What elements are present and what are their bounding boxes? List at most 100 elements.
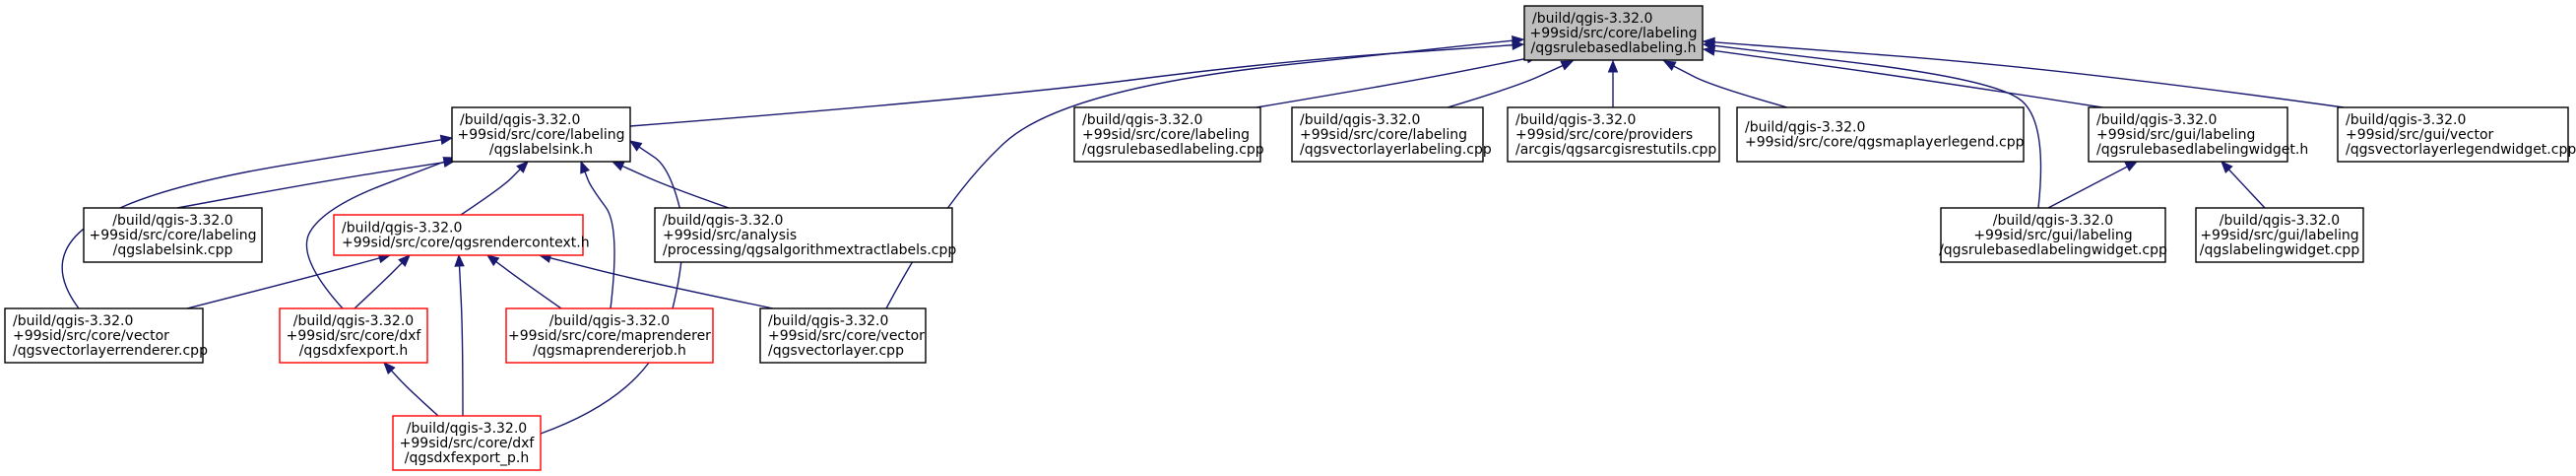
node-box[interactable] bbox=[654, 207, 953, 263]
node-label-line: /build/qgis-3.32.0 bbox=[342, 221, 462, 237]
node-label-line: /qgsvectorlayer.cpp bbox=[768, 343, 904, 359]
node-box[interactable] bbox=[759, 307, 927, 364]
edge-qgsmaprendererjob_h-to-qgslabelsink_h bbox=[580, 160, 615, 309]
node-label-line: /qgsrulebasedlabeling.cpp bbox=[1082, 142, 1264, 158]
node-label-line: /qgsmaprendererjob.h bbox=[533, 343, 686, 359]
node-box[interactable] bbox=[2088, 106, 2288, 163]
edge-line bbox=[540, 146, 684, 435]
node-box[interactable] bbox=[1736, 106, 2025, 163]
edge-qgsrulebasedlabelingwidget_cpp-to-qgsrulebasedlabelingwidget_h bbox=[2047, 161, 2139, 209]
node-label-line: /build/qgis-3.32.0 bbox=[1993, 213, 2113, 229]
node-box[interactable] bbox=[505, 307, 714, 364]
edge-qgslabelsink_cpp-to-qgslabelsink_h bbox=[176, 157, 457, 209]
edge-qgsrendercontext_h-to-qgslabelsink_h bbox=[460, 161, 529, 216]
node-label-line: /processing/qgsalgorithmextractlabels.cp… bbox=[663, 242, 956, 258]
edge-qgsdxfexport_p_h-to-qgsrendercontext_h bbox=[454, 253, 465, 417]
node-qgsrendercontext-h[interactable]: /build/qgis-3.32.0+99sid/src/core/qgsren… bbox=[333, 214, 590, 256]
node-qgsvectorlayerlegendwidget-cpp[interactable]: /build/qgis-3.32.0+99sid/src/gui/vector/… bbox=[2337, 106, 2576, 163]
node-qgsvectorlayerlabeling-cpp[interactable]: /build/qgis-3.32.0+99sid/src/core/labeli… bbox=[1291, 106, 1492, 163]
node-label-line: /qgslabelingwidget.cpp bbox=[2200, 242, 2360, 258]
edge-arrowhead bbox=[611, 161, 625, 171]
edge-qgsvectorlayerlabeling_cpp-to-root bbox=[1447, 60, 1575, 108]
node-label-line: /build/qgis-3.32.0 bbox=[663, 213, 783, 229]
node-box[interactable] bbox=[1940, 207, 2166, 263]
node-label-line: +99sid/src/core/qgsmaplayerlegend.cpp bbox=[1745, 135, 2025, 151]
edge-line bbox=[1256, 57, 1528, 108]
node-qgsdxfexport-p-h[interactable]: /build/qgis-3.32.0+99sid/src/core/dxf/qg… bbox=[392, 415, 542, 471]
node-box[interactable] bbox=[1523, 5, 1704, 61]
node-qgsmaplayerlegend-cpp[interactable]: /build/qgis-3.32.0+99sid/src/core/qgsmap… bbox=[1736, 106, 2025, 163]
node-label-line: +99sid/src/core/vector bbox=[768, 328, 925, 344]
node-qgsrulebasedlabelingwidget-cpp[interactable]: /build/qgis-3.32.0+99sid/src/gui/labelin… bbox=[1939, 207, 2167, 263]
node-label-line: /build/qgis-3.32.0 bbox=[1082, 112, 1202, 128]
node-qgslabelsink-cpp[interactable]: /build/qgis-3.32.0+99sid/src/core/labeli… bbox=[83, 207, 263, 263]
edge-line bbox=[354, 262, 403, 309]
edge-qgsdxfexport_h-to-qgsrendercontext_h bbox=[354, 254, 411, 309]
edge-line bbox=[2047, 166, 2128, 209]
edge-arrowhead bbox=[1662, 60, 1677, 71]
node-label-line: /qgsvectorlayerlegendwidget.cpp bbox=[2346, 142, 2576, 158]
edge-line bbox=[885, 39, 1513, 309]
node-box[interactable] bbox=[4, 307, 204, 364]
node-label-line: +99sid/src/gui/labeling bbox=[2200, 228, 2358, 243]
edge-arrowhead bbox=[485, 254, 500, 267]
edge-line bbox=[1713, 44, 2042, 209]
nodes-layer: /build/qgis-3.32.0+99sid/src/core/labeli… bbox=[4, 5, 2576, 471]
node-label-line: /qgsdxfexport_p.h bbox=[405, 450, 529, 466]
edge-arrowhead bbox=[383, 362, 396, 375]
node-qgsrulebasedlabelingwidget-h[interactable]: /build/qgis-3.32.0+99sid/src/gui/labelin… bbox=[2088, 106, 2308, 163]
node-label-line: +99sid/src/gui/labeling bbox=[2096, 127, 2255, 143]
node-qgsrulebasedlabeling-cpp[interactable]: /build/qgis-3.32.0+99sid/src/core/labeli… bbox=[1073, 106, 1264, 163]
edge-qgsalgorithmextractlabels_cpp-to-qgslabelsink_h bbox=[611, 161, 730, 209]
node-box[interactable] bbox=[2195, 207, 2364, 263]
node-label-line: +99sid/src/analysis bbox=[663, 228, 797, 243]
edge-arrowhead bbox=[454, 253, 465, 267]
edge-arrowhead bbox=[1560, 60, 1575, 71]
node-qgsarcgisrestutils-cpp[interactable]: /build/qgis-3.32.0+99sid/src/core/provid… bbox=[1507, 106, 1720, 163]
node-box[interactable] bbox=[83, 207, 263, 263]
edge-qgsmaprendererjob_h-to-qgsrendercontext_h bbox=[485, 254, 562, 309]
node-label-line: /qgslabelsink.cpp bbox=[113, 242, 233, 258]
node-qgsmaprendererjob-h[interactable]: /build/qgis-3.32.0+99sid/src/core/mapren… bbox=[505, 307, 714, 364]
edge-line bbox=[549, 257, 774, 309]
edge-qgsarcgisrestutils_cpp-to-root bbox=[1607, 59, 1619, 107]
node-label-line: /qgsrulebasedlabeling.h bbox=[1530, 40, 1696, 56]
node-box[interactable] bbox=[1291, 106, 1484, 163]
edge-qgsvectorlayerlegendwidget_cpp-to-root bbox=[1702, 36, 2345, 108]
edge-line bbox=[458, 265, 464, 417]
edge-qgsrulebasedlabelingwidget_h-to-root bbox=[1702, 45, 2103, 108]
edge-arrowhead bbox=[1607, 59, 1619, 73]
edge-qgsrulebasedlabeling_cpp-to-root bbox=[1256, 53, 1540, 108]
node-box[interactable] bbox=[333, 214, 584, 256]
node-label-line: +99sid/src/core/labeling bbox=[1300, 127, 1467, 143]
node-label-line: +99sid/src/core/dxf bbox=[287, 328, 422, 344]
node-box[interactable] bbox=[1507, 106, 1720, 163]
node-qgslabelingwidget-cpp[interactable]: /build/qgis-3.32.0+99sid/src/gui/labelin… bbox=[2195, 207, 2364, 263]
node-label-line: +99sid/src/gui/labeling bbox=[1973, 228, 2132, 243]
node-qgsalgorithmextractlabels-cpp[interactable]: /build/qgis-3.32.0+99sid/src/analysis/pr… bbox=[654, 207, 956, 263]
edge-qgsmaplayerlegend_cpp-to-root bbox=[1662, 60, 1788, 108]
edge-qgslabelingwidget_cpp-to-qgsrulebasedlabelingwidget_h bbox=[2221, 161, 2266, 209]
edge-arrowhead bbox=[628, 140, 643, 152]
node-label-line: /build/qgis-3.32.0 bbox=[407, 421, 527, 437]
node-box[interactable] bbox=[451, 106, 631, 163]
edge-line bbox=[629, 44, 1513, 127]
node-qgsdxfexport-h[interactable]: /build/qgis-3.32.0+99sid/src/core/dxf/qg… bbox=[279, 307, 428, 364]
node-root[interactable]: /build/qgis-3.32.0+99sid/src/core/labeli… bbox=[1523, 5, 1704, 61]
node-label-line: /build/qgis-3.32.0 bbox=[293, 313, 414, 329]
edge-line bbox=[584, 171, 615, 309]
edge-qgsdxfexport_p_h-to-qgslabelsink_h bbox=[540, 140, 684, 435]
node-label-line: /build/qgis-3.32.0 bbox=[1300, 112, 1420, 128]
node-box[interactable] bbox=[392, 415, 542, 471]
edge-arrowhead bbox=[439, 134, 454, 146]
node-qgslabelsink-h[interactable]: /build/qgis-3.32.0+99sid/src/core/labeli… bbox=[451, 106, 631, 163]
node-box[interactable] bbox=[1073, 106, 1261, 163]
edge-line bbox=[176, 161, 445, 209]
node-box[interactable] bbox=[279, 307, 428, 364]
node-box[interactable] bbox=[2337, 106, 2569, 163]
node-label-line: +99sid/src/core/labeling bbox=[457, 127, 624, 143]
node-qgsvectorlayerrenderer-cpp[interactable]: /build/qgis-3.32.0+99sid/src/core/vector… bbox=[4, 307, 208, 364]
node-label-line: /build/qgis-3.32.0 bbox=[1532, 11, 1652, 27]
node-qgsvectorlayer-cpp[interactable]: /build/qgis-3.32.0+99sid/src/core/vector… bbox=[759, 307, 927, 364]
node-label-line: /build/qgis-3.32.0 bbox=[112, 213, 232, 229]
